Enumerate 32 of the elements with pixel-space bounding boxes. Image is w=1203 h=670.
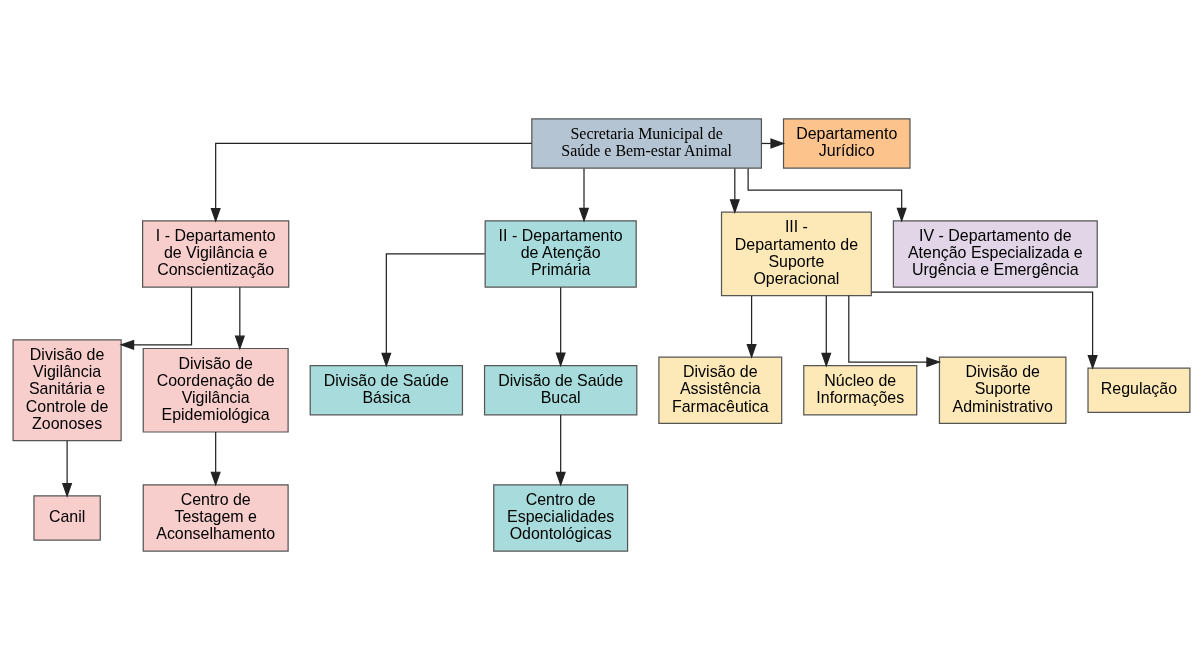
arrow [555, 414, 566, 487]
node-box: Divisão de Coordenação de Vigilância Epidemiológica [142, 347, 289, 433]
node-box: I - Departamento de Vigilância e Conscientização [142, 220, 290, 288]
node-box: Canil [33, 495, 101, 541]
arrow [729, 167, 740, 214]
arrow [234, 286, 245, 351]
node-box: Secretaria Municipal de Saúde e Bem-estar Animal [531, 118, 763, 169]
node-box: Divisão de Vigilância Sanitária e Controle de Zoonoses [12, 339, 122, 442]
node-box: Divisão de Suporte Administrativo [938, 356, 1067, 424]
arrow [578, 167, 590, 223]
node-box: Departamento Jurídico [782, 118, 911, 169]
arrow [61, 440, 73, 498]
node-box: Núcleo de Informações [803, 365, 918, 416]
arrow [870, 291, 1098, 370]
node-box: III - Departamento de Suporte Operacional [720, 211, 872, 297]
arrow [555, 286, 566, 368]
arrow [746, 295, 757, 359]
arrow [210, 142, 533, 223]
node-box: Regulação [1087, 367, 1191, 413]
arrow [381, 253, 486, 368]
node-box: II - Departamento de Atenção Primária [484, 220, 637, 288]
node-box: IV - Departamento de Atenção Especializada e Urgência e Emergência [892, 220, 1098, 288]
arrow [821, 295, 832, 368]
node-box: Centro de Especialidades Odontológicas [493, 484, 629, 552]
node-box: Divisão de Saúde Bucal [483, 365, 638, 416]
arrow [119, 286, 193, 350]
arrow [747, 167, 907, 223]
node-box: Divisão de Saúde Básica [309, 365, 464, 416]
node-box: Centro de Testagem e Aconselhamento [142, 484, 289, 552]
node-box: Divisão de Assistência Farmacêutica [658, 356, 783, 424]
arrow [848, 295, 942, 368]
arrow [210, 431, 221, 487]
